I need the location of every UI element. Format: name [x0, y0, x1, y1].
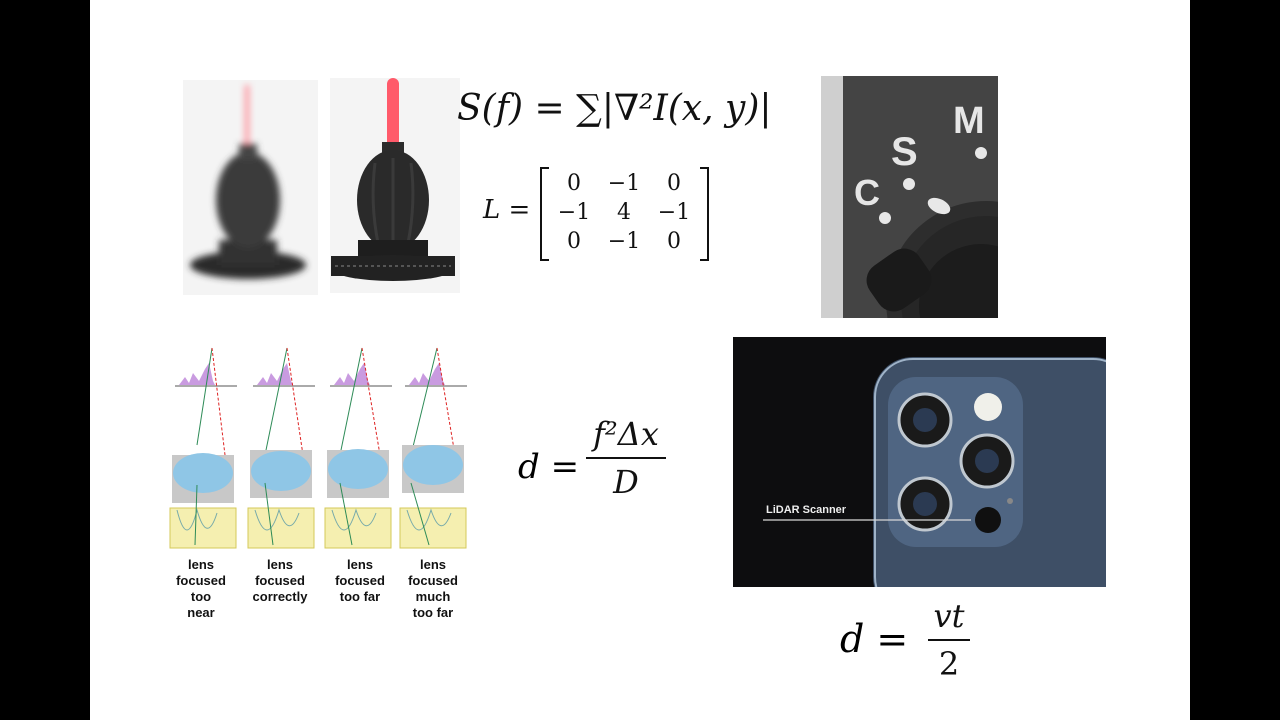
- mode-dial-photo: C S M: [821, 76, 998, 318]
- phase-distance-formula: d = f²Δx D: [518, 415, 678, 510]
- dial-mode-m: M: [953, 100, 985, 142]
- matrix-cell: −1: [607, 228, 641, 254]
- blurry-blower-photo: [183, 80, 318, 295]
- dial-mode-c: C: [854, 172, 880, 213]
- matrix-cell: 0: [567, 228, 581, 254]
- matrix-cell: 0: [567, 171, 581, 196]
- lens-panel-far: [324, 347, 392, 549]
- laplacian-kernel: L = 0 −1 0 −1 4 −1 0 −1 0: [483, 167, 713, 261]
- dial-mode-s: S: [891, 130, 918, 174]
- lens-panel-near: [169, 347, 237, 549]
- matrix-cell: −1: [657, 200, 691, 225]
- lidar-label: LiDAR Scanner: [766, 504, 847, 516]
- lens-focus-diagram: [169, 347, 467, 549]
- matrix-cell: −1: [557, 200, 591, 225]
- slide: S(f) = ∑|∇²I(x, y)| L = 0 −1 0 −1 4 −1 0…: [90, 0, 1190, 720]
- matrix-cell: 0: [667, 228, 681, 254]
- sharpness-formula: S(f) = ∑|∇²I(x, y)|: [457, 88, 772, 129]
- phone-lidar-photo: LiDAR Scanner: [733, 337, 1106, 587]
- laplacian-matrix: 0 −1 0 −1 4 −1 0 −1 0: [549, 169, 699, 255]
- matrix-cell: −1: [607, 171, 641, 196]
- laplacian-lhs: L =: [483, 195, 531, 225]
- lens-panel-correct: [247, 347, 315, 549]
- lens-panel-much-far: [399, 347, 467, 549]
- matrix-cell: 4: [617, 200, 631, 225]
- matrix-cell: 0: [667, 171, 681, 196]
- sharp-blower-photo: [330, 78, 460, 293]
- tof-distance-formula: d = vt 2: [840, 597, 980, 683]
